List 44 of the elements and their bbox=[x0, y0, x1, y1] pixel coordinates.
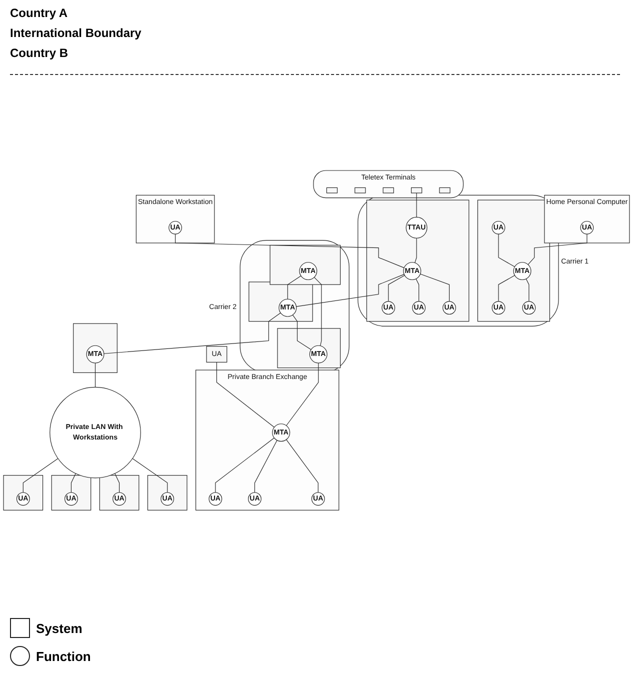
connector bbox=[292, 314, 312, 350]
connector bbox=[286, 362, 319, 426]
node-box bbox=[326, 187, 338, 193]
region-label: International Boundary bbox=[10, 26, 142, 40]
connector bbox=[414, 237, 417, 263]
cluster bbox=[277, 328, 341, 368]
node-box bbox=[382, 187, 394, 193]
connector bbox=[286, 438, 318, 492]
connector bbox=[420, 273, 450, 302]
connector bbox=[132, 458, 168, 492]
connector bbox=[22, 458, 58, 492]
connector bbox=[215, 437, 274, 492]
connector bbox=[388, 274, 405, 302]
connector bbox=[498, 274, 515, 302]
connector bbox=[94, 362, 96, 388]
connector bbox=[114, 472, 120, 492]
connector bbox=[416, 192, 417, 218]
cluster bbox=[99, 474, 140, 510]
connector bbox=[528, 233, 588, 264]
connector bbox=[216, 362, 275, 428]
connector bbox=[254, 440, 278, 492]
cluster bbox=[3, 474, 44, 510]
connector bbox=[287, 275, 302, 300]
connector bbox=[498, 233, 515, 267]
cluster bbox=[270, 244, 341, 285]
cluster bbox=[147, 474, 188, 510]
region-label: Country A bbox=[10, 6, 69, 20]
region-label: Country B bbox=[10, 46, 69, 60]
node-box bbox=[439, 187, 450, 193]
cluster bbox=[51, 474, 92, 510]
connector bbox=[296, 274, 404, 306]
connector bbox=[175, 233, 404, 268]
node-box bbox=[411, 187, 422, 193]
legend-label: Function bbox=[36, 648, 91, 664]
node-box bbox=[354, 187, 366, 193]
legend-label: System bbox=[36, 620, 82, 636]
connector bbox=[314, 276, 322, 346]
connector bbox=[526, 278, 530, 302]
cluster bbox=[248, 281, 313, 322]
cluster bbox=[73, 322, 118, 373]
connector bbox=[416, 278, 420, 302]
cluster bbox=[366, 199, 470, 322]
connector bbox=[70, 472, 76, 492]
connector bbox=[104, 312, 281, 354]
